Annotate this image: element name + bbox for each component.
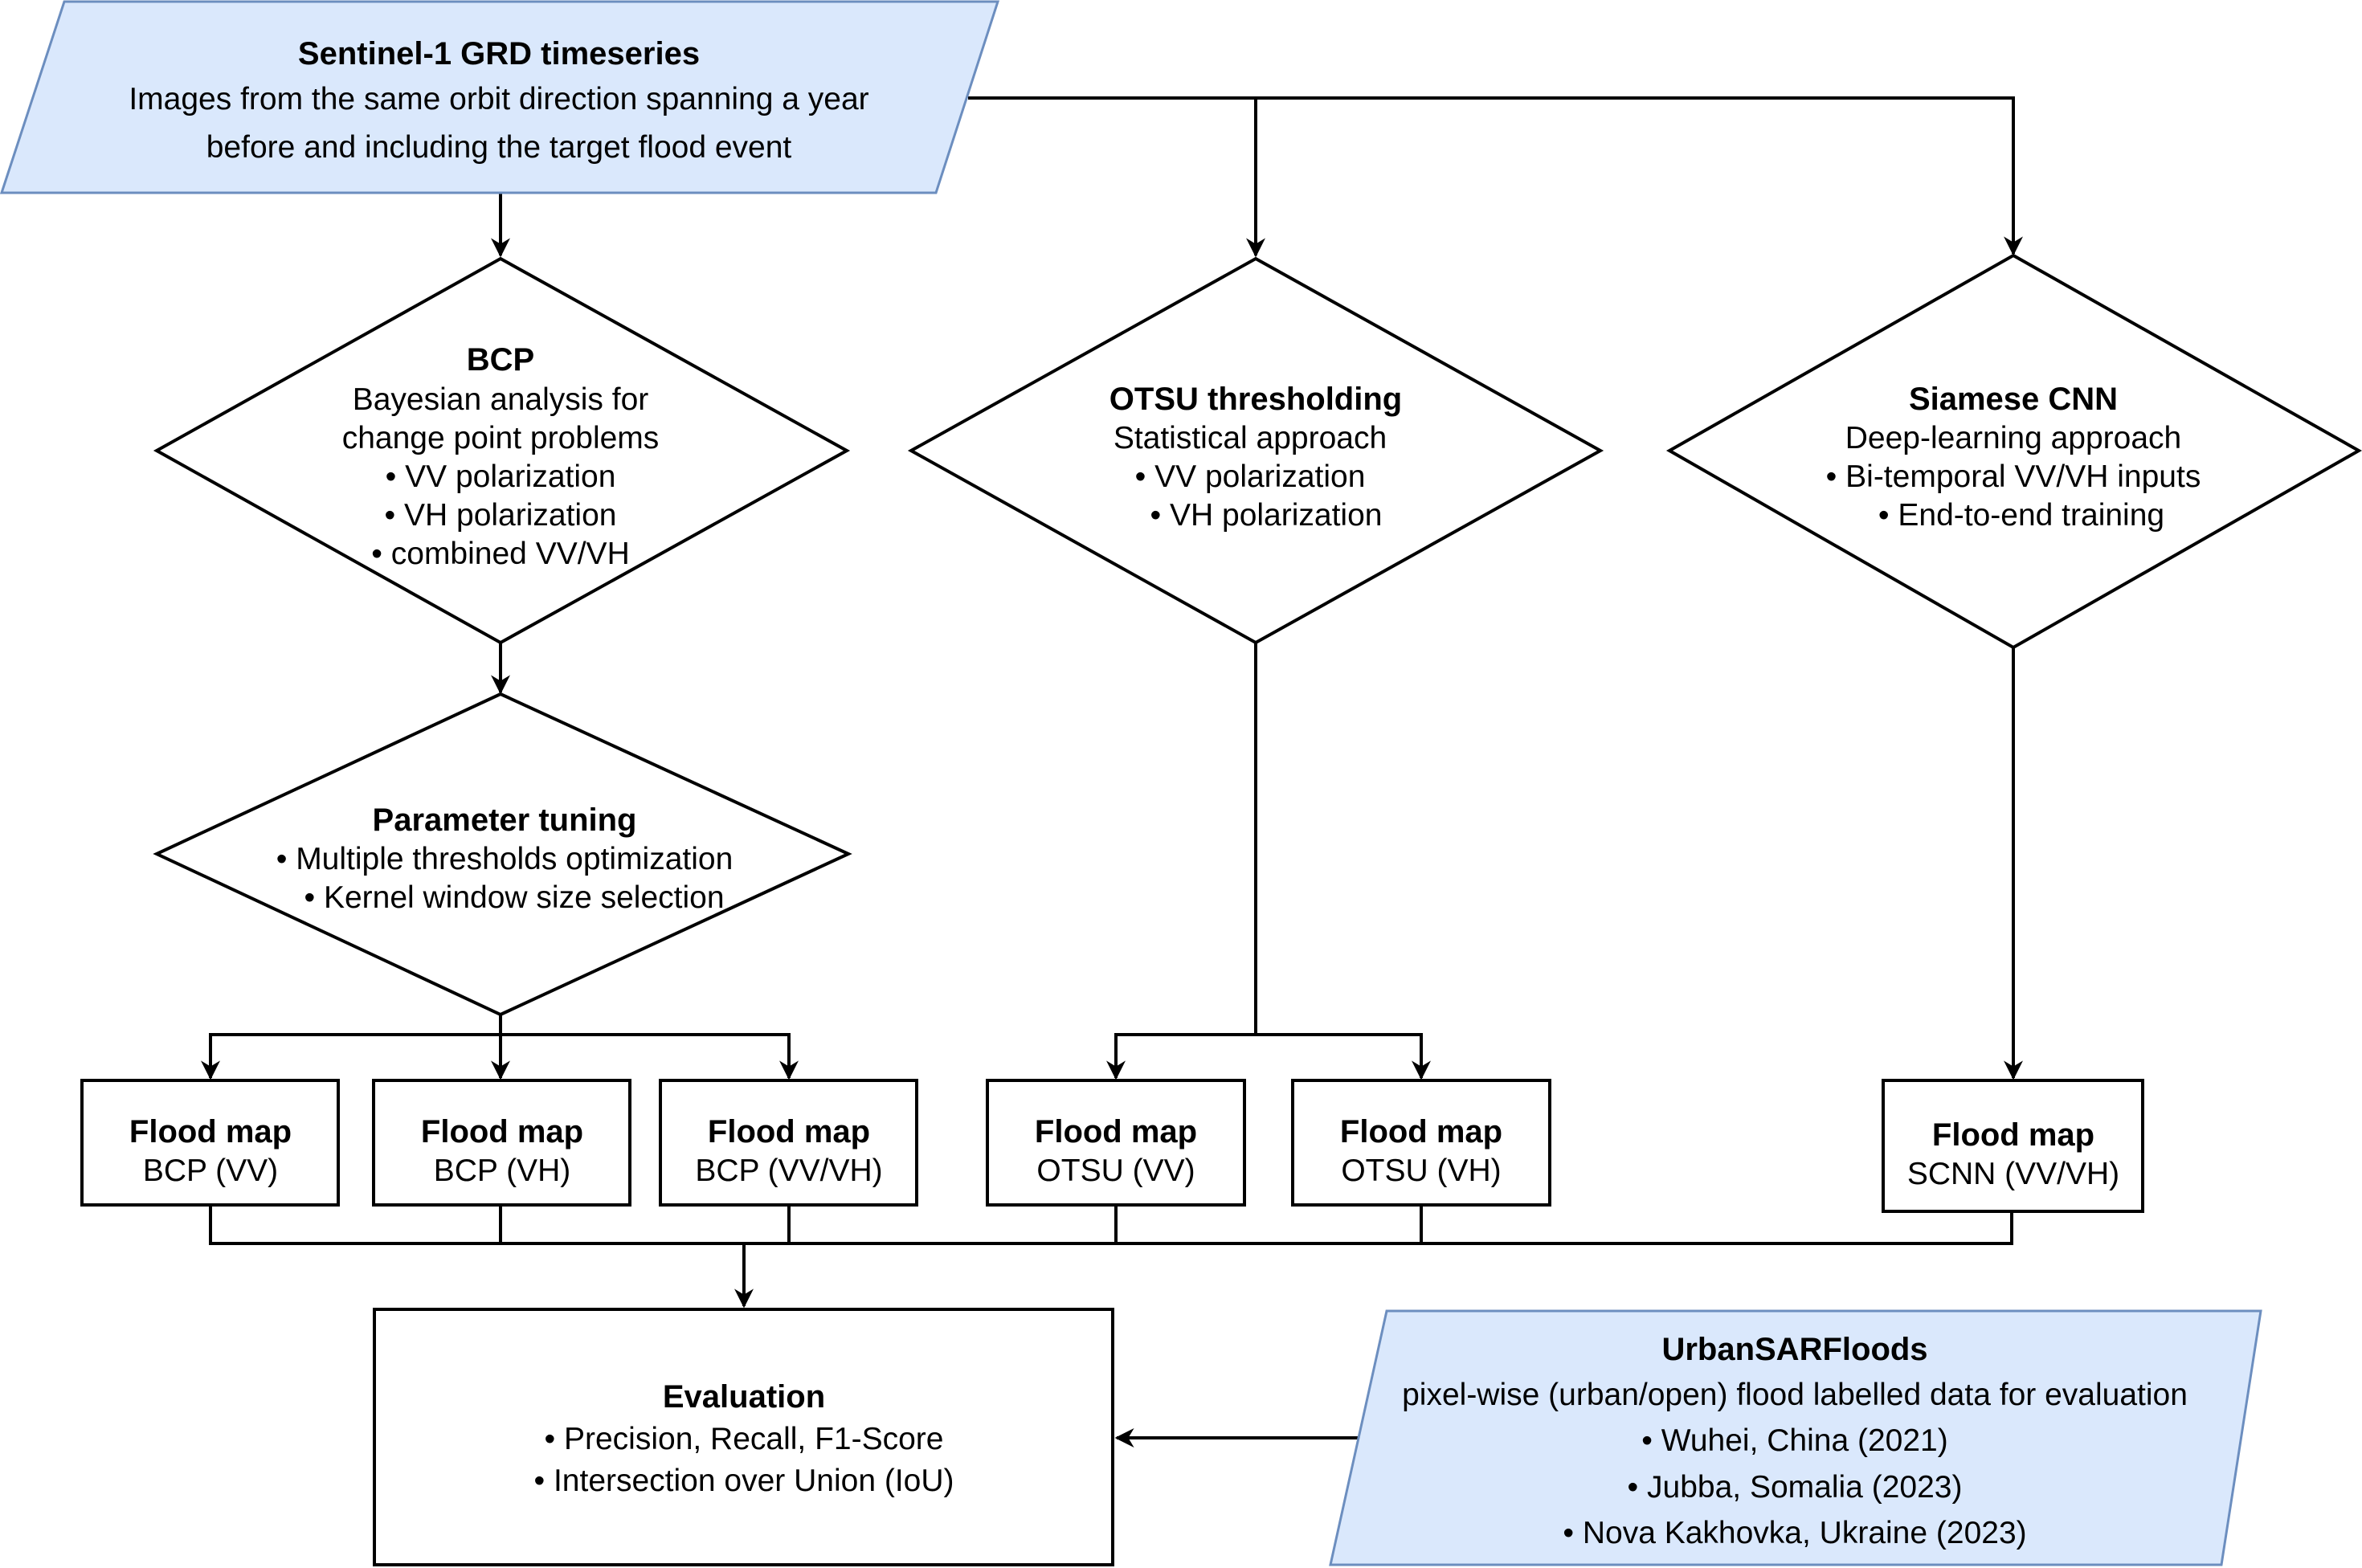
sentinel-input-node[interactable]: Sentinel-1 GRD timeseries Images from th…	[0, 0, 1000, 194]
connector-sentinel-to-otsu	[968, 96, 1265, 258]
sentinel-title: Sentinel-1 GRD timeseries	[298, 36, 700, 71]
connector-otsu-to-map-vv	[1106, 1033, 1256, 1080]
connector-otsu-to-map-vh	[1256, 1033, 1431, 1080]
bcp-node[interactable]: BCP Bayesian analysis for change point p…	[153, 256, 851, 645]
tuning-line-1: • Multiple thresholds optimization	[276, 842, 734, 876]
bcp-line-1: Bayesian analysis for	[353, 382, 649, 417]
urbansarfloods-line-3: • Jubba, Somalia (2023)	[1628, 1470, 1963, 1505]
flood-map-bcp-vvvh[interactable]: Flood map BCP (VV/VH)	[659, 1079, 918, 1207]
flood-map-box	[80, 1079, 340, 1207]
flood-map-title: Flood map	[1340, 1114, 1502, 1149]
otsu-shape	[907, 256, 1604, 645]
siamese-line-2: • Bi-temporal VV/VH inputs	[1826, 459, 2201, 494]
flood-map-subtitle: SCNN (VV/VH)	[1907, 1157, 2119, 1191]
urbansarfloods-title: UrbanSARFloods	[1661, 1332, 1927, 1367]
bcp-line-3: • VV polarization	[386, 459, 616, 494]
bcp-line-2: change point problems	[342, 421, 660, 455]
otsu-line-1: Statistical approach	[1114, 421, 1387, 455]
sentinel-line-2: before and including the target flood ev…	[206, 130, 792, 165]
tuning-line-2: • Kernel window size selection	[304, 880, 724, 915]
otsu-node[interactable]: OTSU thresholding Statistical approach •…	[907, 256, 1604, 645]
flood-map-scnn-vvvh[interactable]: Flood map SCNN (VV/VH)	[1882, 1079, 2144, 1213]
urbansarfloods-shape	[1329, 1309, 2262, 1566]
urbansarfloods-line-4: • Nova Kakhovka, Ukraine (2023)	[1563, 1516, 2026, 1550]
flood-map-box	[659, 1079, 918, 1207]
evaluation-title: Evaluation	[663, 1379, 825, 1415]
siamese-node[interactable]: Siamese CNN Deep-learning approach • Bi-…	[1665, 253, 2362, 650]
evaluation-box	[373, 1308, 1114, 1566]
urbansarfloods-line-1: pixel-wise (urban/open) flood labelled d…	[1402, 1378, 2188, 1412]
flood-map-otsu-vv[interactable]: Flood map OTSU (VV)	[986, 1079, 1246, 1207]
flood-map-subtitle: BCP (VH)	[434, 1154, 570, 1188]
siamese-line-3: • End-to-end training	[1878, 498, 2164, 533]
bcp-title: BCP	[467, 342, 534, 378]
flood-map-box	[1291, 1079, 1551, 1207]
evaluation-line-2: • Intersection over Union (IoU)	[533, 1464, 954, 1498]
flood-map-title: Flood map	[708, 1114, 870, 1149]
flood-map-title: Flood map	[1932, 1117, 2094, 1153]
connectors	[201, 96, 2023, 1448]
bcp-line-5: • combined VV/VH	[371, 537, 629, 571]
bcp-shape	[153, 256, 851, 645]
connector-maps-bus-to-evaluation	[209, 1205, 2013, 1306]
flood-map-subtitle: BCP (VV)	[143, 1154, 278, 1188]
flood-map-otsu-vh[interactable]: Flood map OTSU (VH)	[1291, 1079, 1551, 1207]
urbansarfloods-line-2: • Wuhei, China (2021)	[1641, 1423, 1947, 1458]
tuning-node[interactable]: Parameter tuning • Multiple thresholds o…	[153, 692, 852, 1017]
tuning-shape	[153, 692, 852, 1017]
otsu-line-2: • VV polarization	[1135, 459, 1366, 494]
flood-map-box	[372, 1079, 631, 1207]
flood-map-box	[986, 1079, 1246, 1207]
otsu-title: OTSU thresholding	[1109, 382, 1402, 417]
evaluation-node[interactable]: Evaluation • Precision, Recall, F1-Score…	[373, 1308, 1114, 1566]
siamese-shape	[1665, 253, 2362, 650]
flood-map-box	[1882, 1079, 2144, 1213]
connector-tuning-to-map-bcp-vv	[201, 1033, 501, 1080]
siamese-line-1: Deep-learning approach	[1845, 421, 2181, 455]
flood-map-subtitle: OTSU (VV)	[1036, 1154, 1195, 1188]
tuning-title: Parameter tuning	[373, 802, 637, 838]
bcp-line-4: • VH polarization	[385, 498, 617, 533]
sentinel-input-shape	[0, 0, 1000, 194]
sentinel-line-1: Images from the same orbit direction spa…	[129, 82, 868, 116]
flood-map-bcp-vh[interactable]: Flood map BCP (VH)	[372, 1079, 631, 1207]
flood-map-subtitle: OTSU (VH)	[1341, 1154, 1501, 1188]
siamese-title: Siamese CNN	[1909, 382, 2118, 417]
connector-tuning-to-map-bcp-vvvh	[501, 1033, 799, 1080]
flood-map-title: Flood map	[1035, 1114, 1197, 1149]
connector-sentinel-to-siamese	[1256, 96, 2023, 256]
flood-map-subtitle: BCP (VV/VH)	[695, 1154, 882, 1188]
urbansarfloods-node[interactable]: UrbanSARFloods pixel-wise (urban/open) f…	[1329, 1309, 2262, 1566]
flood-map-bcp-vv[interactable]: Flood map BCP (VV)	[80, 1079, 340, 1207]
evaluation-line-1: • Precision, Recall, F1-Score	[545, 1422, 944, 1456]
flood-map-title: Flood map	[129, 1114, 292, 1149]
otsu-line-3: • VH polarization	[1150, 498, 1383, 533]
flood-map-title: Flood map	[421, 1114, 583, 1149]
